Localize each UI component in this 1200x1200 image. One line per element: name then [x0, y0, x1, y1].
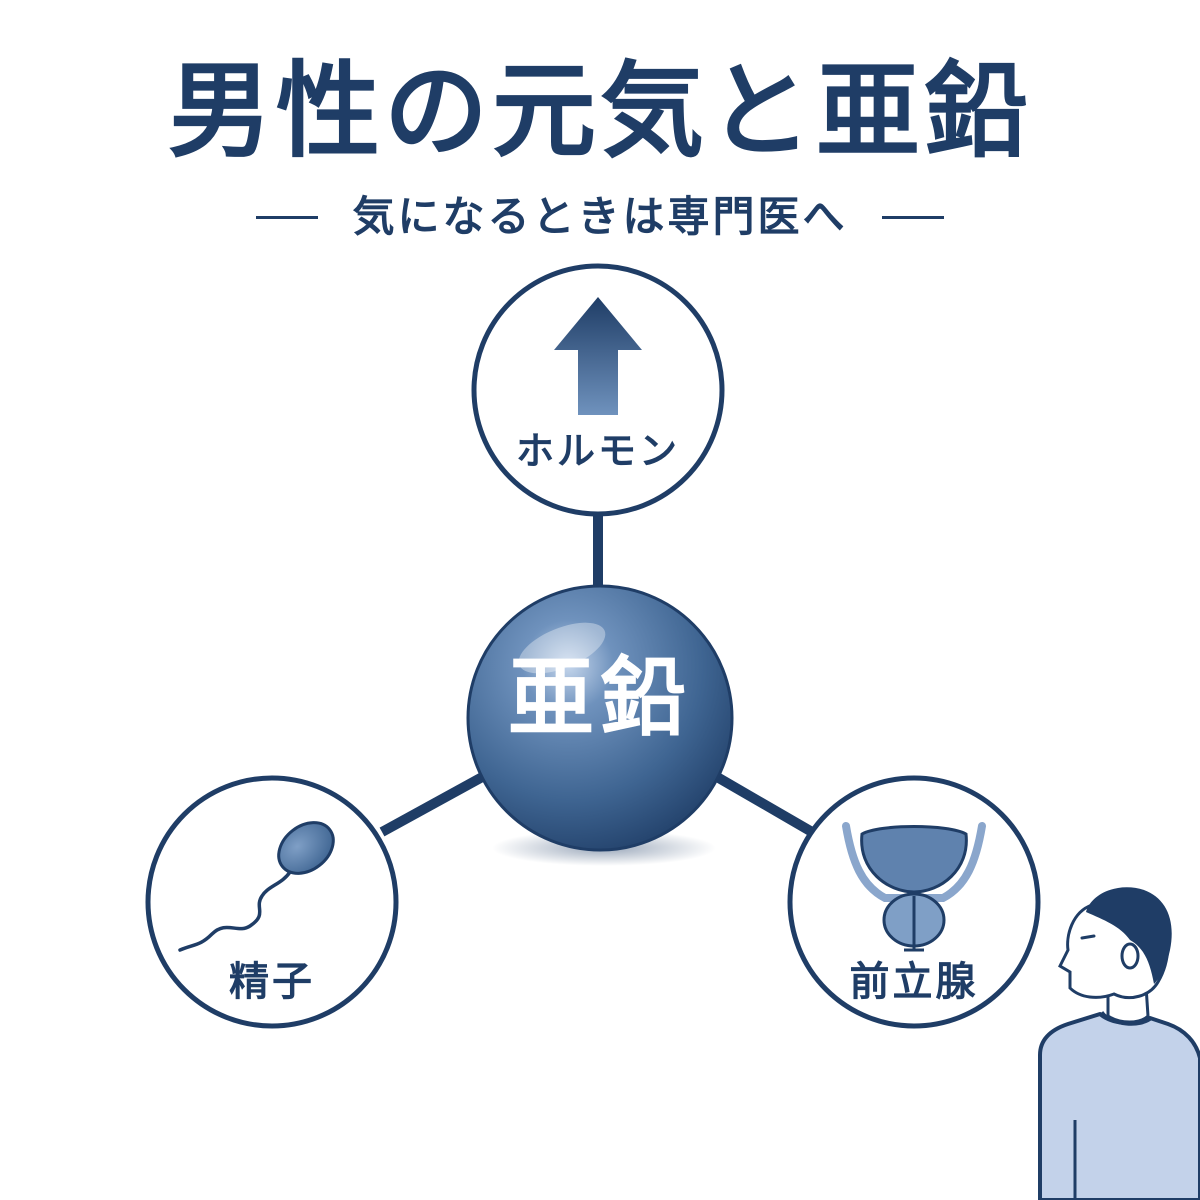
subtitle-dash-left [256, 215, 319, 219]
prostate-icon [842, 822, 986, 952]
node-hormone-label: ホルモン [515, 429, 680, 473]
zinc-center-label: 亜鉛 [508, 648, 692, 748]
node-prostate-label: 前立腺 [849, 959, 979, 1005]
subtitle-row: 気になるときは専門医へ [0, 192, 1200, 242]
node-sperm-label: 精子 [229, 959, 315, 1005]
page-subtitle: 気になるときは専門医へ [352, 192, 848, 241]
subtitle-dash-right [881, 215, 944, 219]
connector-sperm [379, 765, 498, 837]
zinc-sphere-icon [466, 584, 734, 866]
connector-prostate [702, 765, 815, 837]
sperm-icon [178, 821, 335, 952]
man-looking-up-icon [1038, 887, 1200, 1200]
page-title: 男性の元気と亜鉛 [167, 50, 1032, 172]
up-arrow-icon [554, 297, 642, 415]
